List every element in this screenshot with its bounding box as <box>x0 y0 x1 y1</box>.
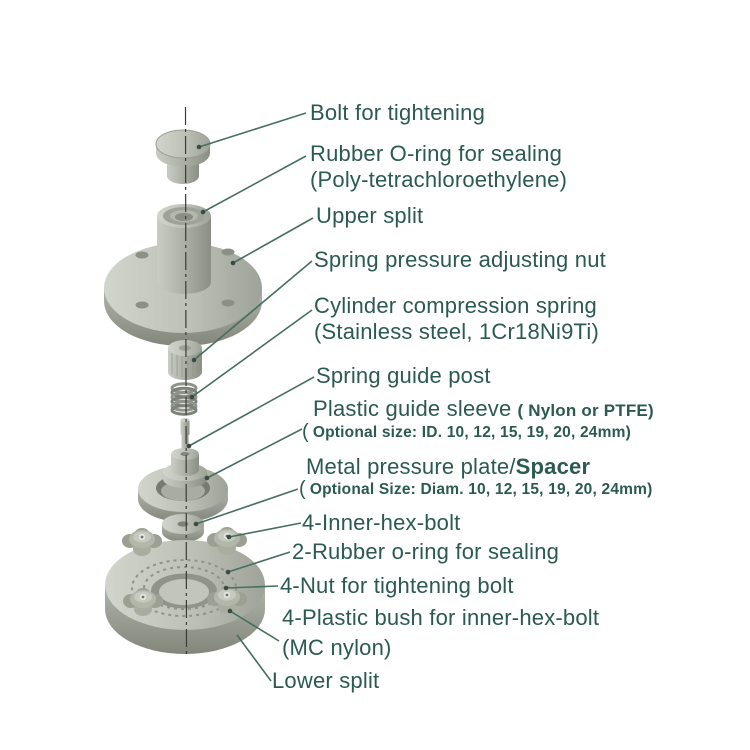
label-text: (Stainless steel, 1Cr18Ni9Ti) <box>314 319 599 344</box>
label-nut-tightening-bolt: 4-Nut for tightening bolt <box>280 573 514 599</box>
label-text: Cylinder compression spring <box>314 293 597 318</box>
part-lower-split <box>105 527 265 654</box>
label-text: ( <box>302 421 309 443</box>
part-plastic-guide-sleeve <box>138 448 228 522</box>
label-text: Plastic guide sleeve <box>313 396 512 421</box>
label-text: Lower split <box>272 668 380 693</box>
label-text: Rubber O-ring for sealing <box>310 141 563 166</box>
leader-lines <box>188 112 315 682</box>
label-plastic-guide-sleeve: Plastic guide sleeve ( Nylon or PTFE) <box>313 396 654 424</box>
center-axis-line <box>184 106 188 659</box>
label-text: (Poly-tetrachloroethylene) <box>310 167 568 192</box>
label-sleeve-optional-sizes: (Optional size: ID. 10, 12, 15, 19, 20, … <box>302 421 631 444</box>
part-spring-pressure-adjusting-nut <box>168 340 202 380</box>
label-plastic-bush: 4-Plastic bush for inner-hex-bolt (MC ny… <box>282 603 599 663</box>
part-plastic-bush-knob <box>207 586 247 614</box>
label-plate-optional-sizes: (Optional Size: Diam. 10, 12, 15, 19, 20… <box>299 478 652 501</box>
label-inner-hex-bolt: 4-Inner-hex-bolt <box>302 510 461 536</box>
label-text: Metal pressure plate/ <box>306 454 516 479</box>
label-metal-pressure-plate: Metal pressure plate/Spacer <box>306 454 590 480</box>
part-bolt-for-tightening <box>155 129 211 184</box>
part-rubber-oring-seat <box>163 207 205 225</box>
label-text: Spring pressure adjusting nut <box>314 247 606 272</box>
label-text: 2-Rubber o-ring for sealing <box>292 539 560 564</box>
part-plastic-bush-knob <box>123 588 163 616</box>
label-bolt-for-tightening: Bolt for tightening <box>310 100 485 126</box>
label-text: 4-Inner-hex-bolt <box>302 510 461 535</box>
label-text: 4-Plastic bush for inner-hex-bolt <box>282 605 600 630</box>
label-text: Optional size: ID. 10, 12, 15, 19, 20, 2… <box>312 424 631 441</box>
label-text: Bolt for tightening <box>310 100 486 125</box>
label-lower-split: Lower split <box>272 668 379 694</box>
label-text: 4-Nut for tightening bolt <box>280 573 514 598</box>
label-text: Upper split <box>316 203 424 228</box>
part-plastic-bush-knob <box>122 528 162 556</box>
label-material-note: ( Nylon or PTFE) <box>517 401 654 420</box>
label-text: Spring guide post <box>316 363 491 388</box>
part-compression-spring <box>170 382 198 416</box>
part-metal-pressure-plate <box>162 514 204 542</box>
part-upper-split <box>104 204 262 346</box>
label-text: ( <box>299 478 306 500</box>
label-upper-split: Upper split <box>316 203 423 229</box>
label-text-spacer: Spacer <box>515 454 591 479</box>
label-adjusting-nut: Spring pressure adjusting nut <box>314 247 606 273</box>
label-rubber-oring: Rubber O-ring for sealing (Poly-tetrachl… <box>310 141 567 193</box>
label-rubber-oring-sealing: 2-Rubber o-ring for sealing <box>292 539 559 565</box>
label-text: (MC nylon) <box>282 635 392 660</box>
label-text: Optional Size: Diam. 10, 12, 15, 19, 20,… <box>309 481 653 498</box>
label-spring-guide-post: Spring guide post <box>316 363 491 389</box>
label-compression-spring: Cylinder compression spring (Stainless s… <box>314 293 599 345</box>
part-plastic-bush-knob <box>207 527 247 555</box>
leader-end-dots <box>186 144 236 614</box>
